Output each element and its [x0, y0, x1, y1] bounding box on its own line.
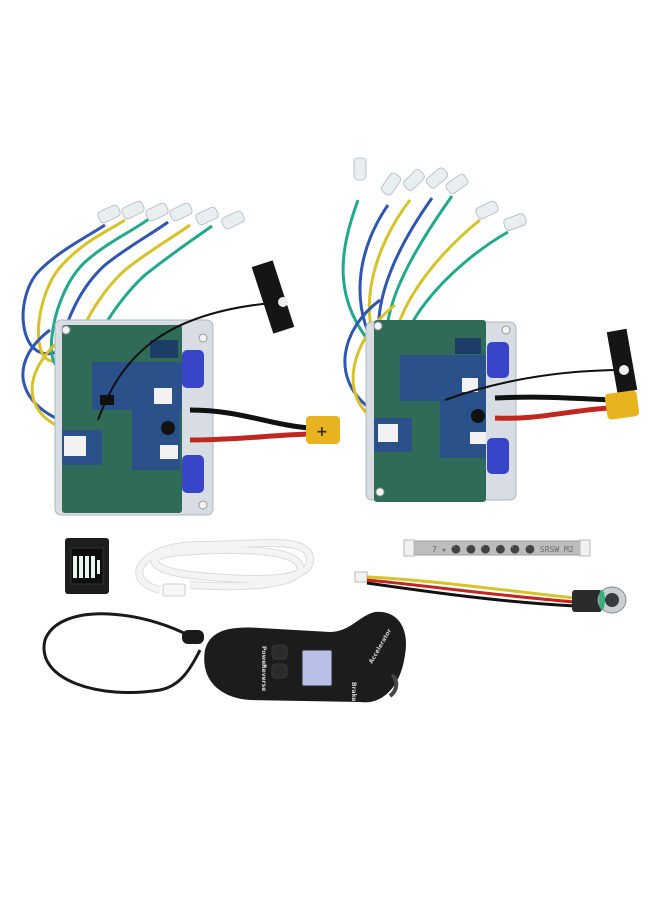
power-button [271, 644, 288, 660]
remote-control: Power Reverse Brake Accelerator [42, 611, 406, 703]
xt60-connector-left: + [306, 416, 340, 444]
power-label: Power [260, 646, 267, 667]
reverse-button [271, 663, 288, 679]
throttle-wheel [388, 673, 399, 698]
power-switch-cable [354, 571, 627, 614]
controller-board-left: + [21, 200, 340, 516]
brake-label: Brake [350, 682, 357, 701]
remote-screen [301, 649, 333, 687]
battery-indicator [65, 538, 109, 594]
controller-board-right [341, 157, 640, 502]
ribbon-cable: 7 ★ ⚫ ⚫ ⚫ ⚫ ⚫ ⚫ SRSW M2 [403, 539, 591, 557]
wire-terminals-right [353, 157, 527, 231]
usb-cable [135, 539, 315, 597]
reverse-label: Reverse [260, 664, 267, 691]
ribbon-cable-label: 7 ★ ⚫ ⚫ ⚫ ⚫ ⚫ ⚫ SRSW M2 [432, 544, 574, 554]
lanyard [42, 612, 202, 694]
xt60-connector-right [604, 390, 640, 420]
wire-terminals-left [97, 200, 245, 230]
connector-mark: + [316, 424, 328, 440]
